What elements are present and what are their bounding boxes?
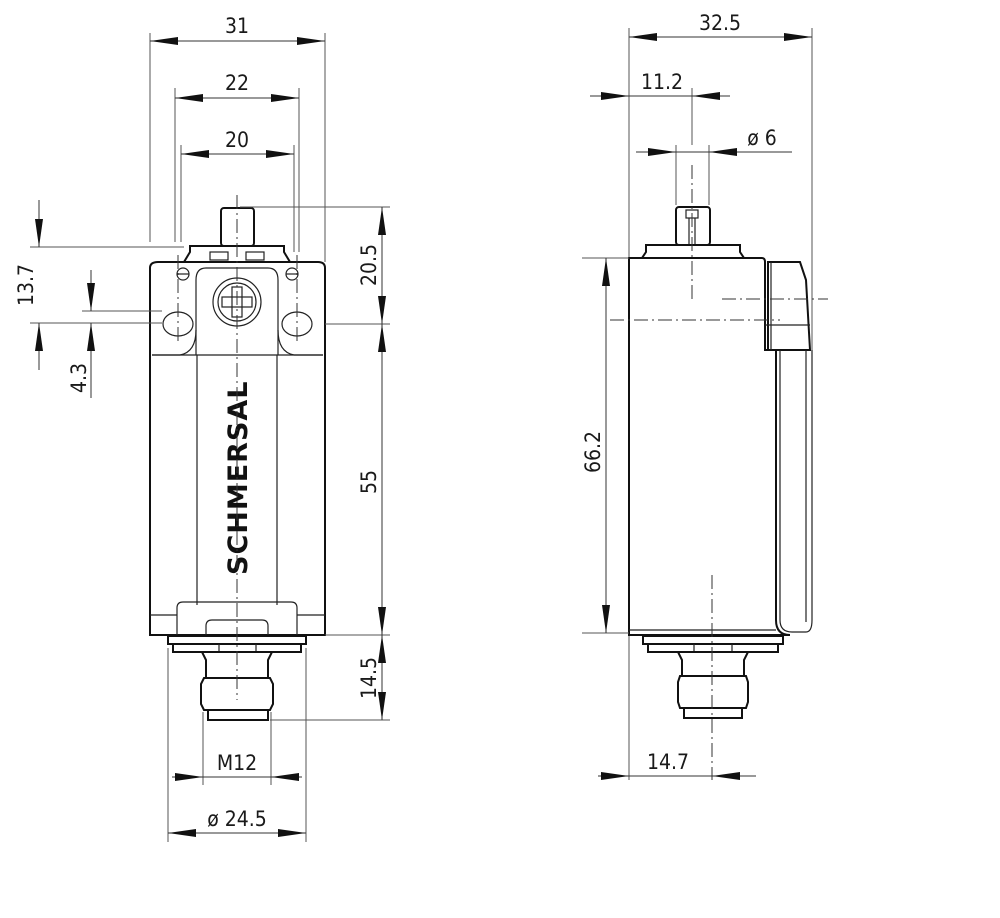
dim-connector-height: 14.5: [357, 657, 381, 699]
dim-hole-diameter: 4.3: [67, 363, 91, 393]
side-plunger: [640, 206, 746, 259]
dim-side-body-height: 66.2: [581, 431, 605, 473]
dim-plunger-offset: 11.2: [641, 70, 683, 94]
dim-overall-depth: 32.5: [699, 11, 741, 35]
side-connector: [642, 635, 784, 719]
dim-hole-spacing-inner: 20: [225, 128, 249, 152]
dim-thread: M12: [217, 751, 257, 775]
dim-hole-spacing-outer: 22: [225, 71, 249, 95]
dim-body-height: 55: [357, 470, 381, 494]
dim-top-to-hole: 13.7: [14, 264, 38, 306]
side-view: 32.5 11.2 ø 6: [581, 11, 828, 780]
brand-logo: SCHMERSAL: [223, 380, 254, 575]
dim-plunger-diameter: ø 6: [747, 126, 777, 150]
dim-connector-offset: 14.7: [647, 750, 689, 774]
dim-overall-width: 31: [225, 14, 249, 38]
dim-plunger-height: 20.5: [357, 244, 381, 286]
dim-connector-diameter: ø 24.5: [207, 807, 267, 831]
front-view: 31 22 20: [14, 14, 390, 842]
side-body: [628, 257, 813, 636]
